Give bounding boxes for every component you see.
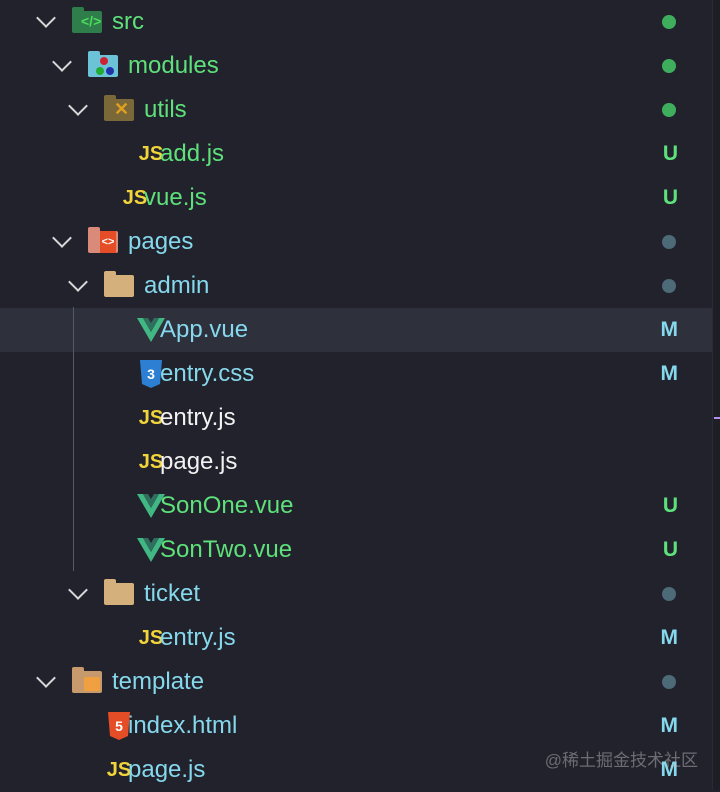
tree-file-row[interactable]: 5 index.html M [0,704,712,748]
tree-item-label: add.js [160,140,225,167]
javascript-icon: JS [106,758,132,781]
tree-item-label: template [112,668,205,695]
tree-item-label: App.vue [160,316,249,343]
folder-icon [103,579,135,608]
git-status-badge: U [662,494,678,517]
chevron-down-icon[interactable] [52,52,72,72]
chevron-down-icon[interactable] [68,580,88,600]
svg-text:3: 3 [147,366,155,382]
git-status-badge: M [660,362,679,385]
tree-folder-row[interactable]: admin [0,264,712,308]
git-status-dot [662,235,676,249]
folder-modules-icon [87,51,119,80]
git-status-dot [662,103,676,117]
scrollbar-marker [714,417,720,419]
tree-item-label: index.html [128,712,238,739]
javascript-icon: JS [138,142,164,165]
tree-file-row[interactable]: App.vue M [0,308,712,352]
git-status-badge: U [662,186,678,209]
folder-pages-icon: <> [87,227,119,256]
tree-folder-row[interactable]: <> pages [0,220,712,264]
chevron-down-icon[interactable] [36,8,56,28]
tree-item-label: entry.css [160,360,255,387]
folder-src-icon: </> [71,7,103,36]
git-status-dot [662,587,676,601]
tree-folder-row[interactable]: ✕ utils [0,88,712,132]
tree-file-row[interactable]: 3 entry.css M [0,352,712,396]
javascript-icon: JS [138,626,164,649]
tree-item-label: modules [128,52,219,79]
folder-utils-icon: ✕ [103,95,135,124]
watermark: @稀土掘金技术社区 [544,751,698,770]
tree-item-label: ticket [144,580,201,607]
tree-item-label: page.js [128,756,206,783]
vue-icon [135,536,167,564]
folder-template-icon [71,667,103,696]
git-status-dot [662,279,676,293]
git-status-badge: U [662,538,678,561]
tree-item-label: admin [144,272,210,299]
tree-file-row[interactable]: SonTwo.vue U [0,528,712,572]
tree-item-label: SonOne.vue [160,492,294,519]
javascript-icon: JS [138,406,164,429]
tree-item-label: vue.js [144,184,207,211]
git-status-badge: M [660,758,679,781]
tree-item-label: page.js [160,448,238,475]
tree-item-label: pages [128,228,194,255]
scrollbar[interactable] [712,0,720,790]
tree-item-label: SonTwo.vue [160,536,293,563]
tree-item-label: src [112,8,144,35]
vue-icon [135,492,167,520]
git-status-badge: M [660,626,679,649]
svg-text:5: 5 [115,718,123,734]
tree-item-label: entry.js [160,624,236,651]
html-icon: 5 [103,712,135,740]
git-status-badge: U [662,142,678,165]
javascript-icon: JS [122,186,148,209]
tree-folder-row[interactable]: modules [0,44,712,88]
chevron-down-icon[interactable] [68,96,88,116]
indent-guide [73,307,74,571]
javascript-icon: JS [138,450,164,473]
git-status-dot [662,59,676,73]
chevron-down-icon[interactable] [68,272,88,292]
git-status-badge: M [660,714,679,737]
tree-item-label: utils [144,96,187,123]
chevron-down-icon[interactable] [36,668,56,688]
tree-folder-row[interactable]: </> src [0,0,712,44]
vue-icon [135,316,167,344]
tree-folder-row[interactable]: ticket [0,572,712,616]
tree-item-label: entry.js [160,404,236,431]
css-icon: 3 [135,360,167,388]
git-status-dot [662,675,676,689]
git-status-badge: M [660,318,679,341]
tree-folder-row[interactable]: template [0,660,712,704]
chevron-down-icon[interactable] [52,228,72,248]
folder-icon [103,271,135,300]
git-status-dot [662,15,676,29]
tree-file-row[interactable]: SonOne.vue U [0,484,712,528]
